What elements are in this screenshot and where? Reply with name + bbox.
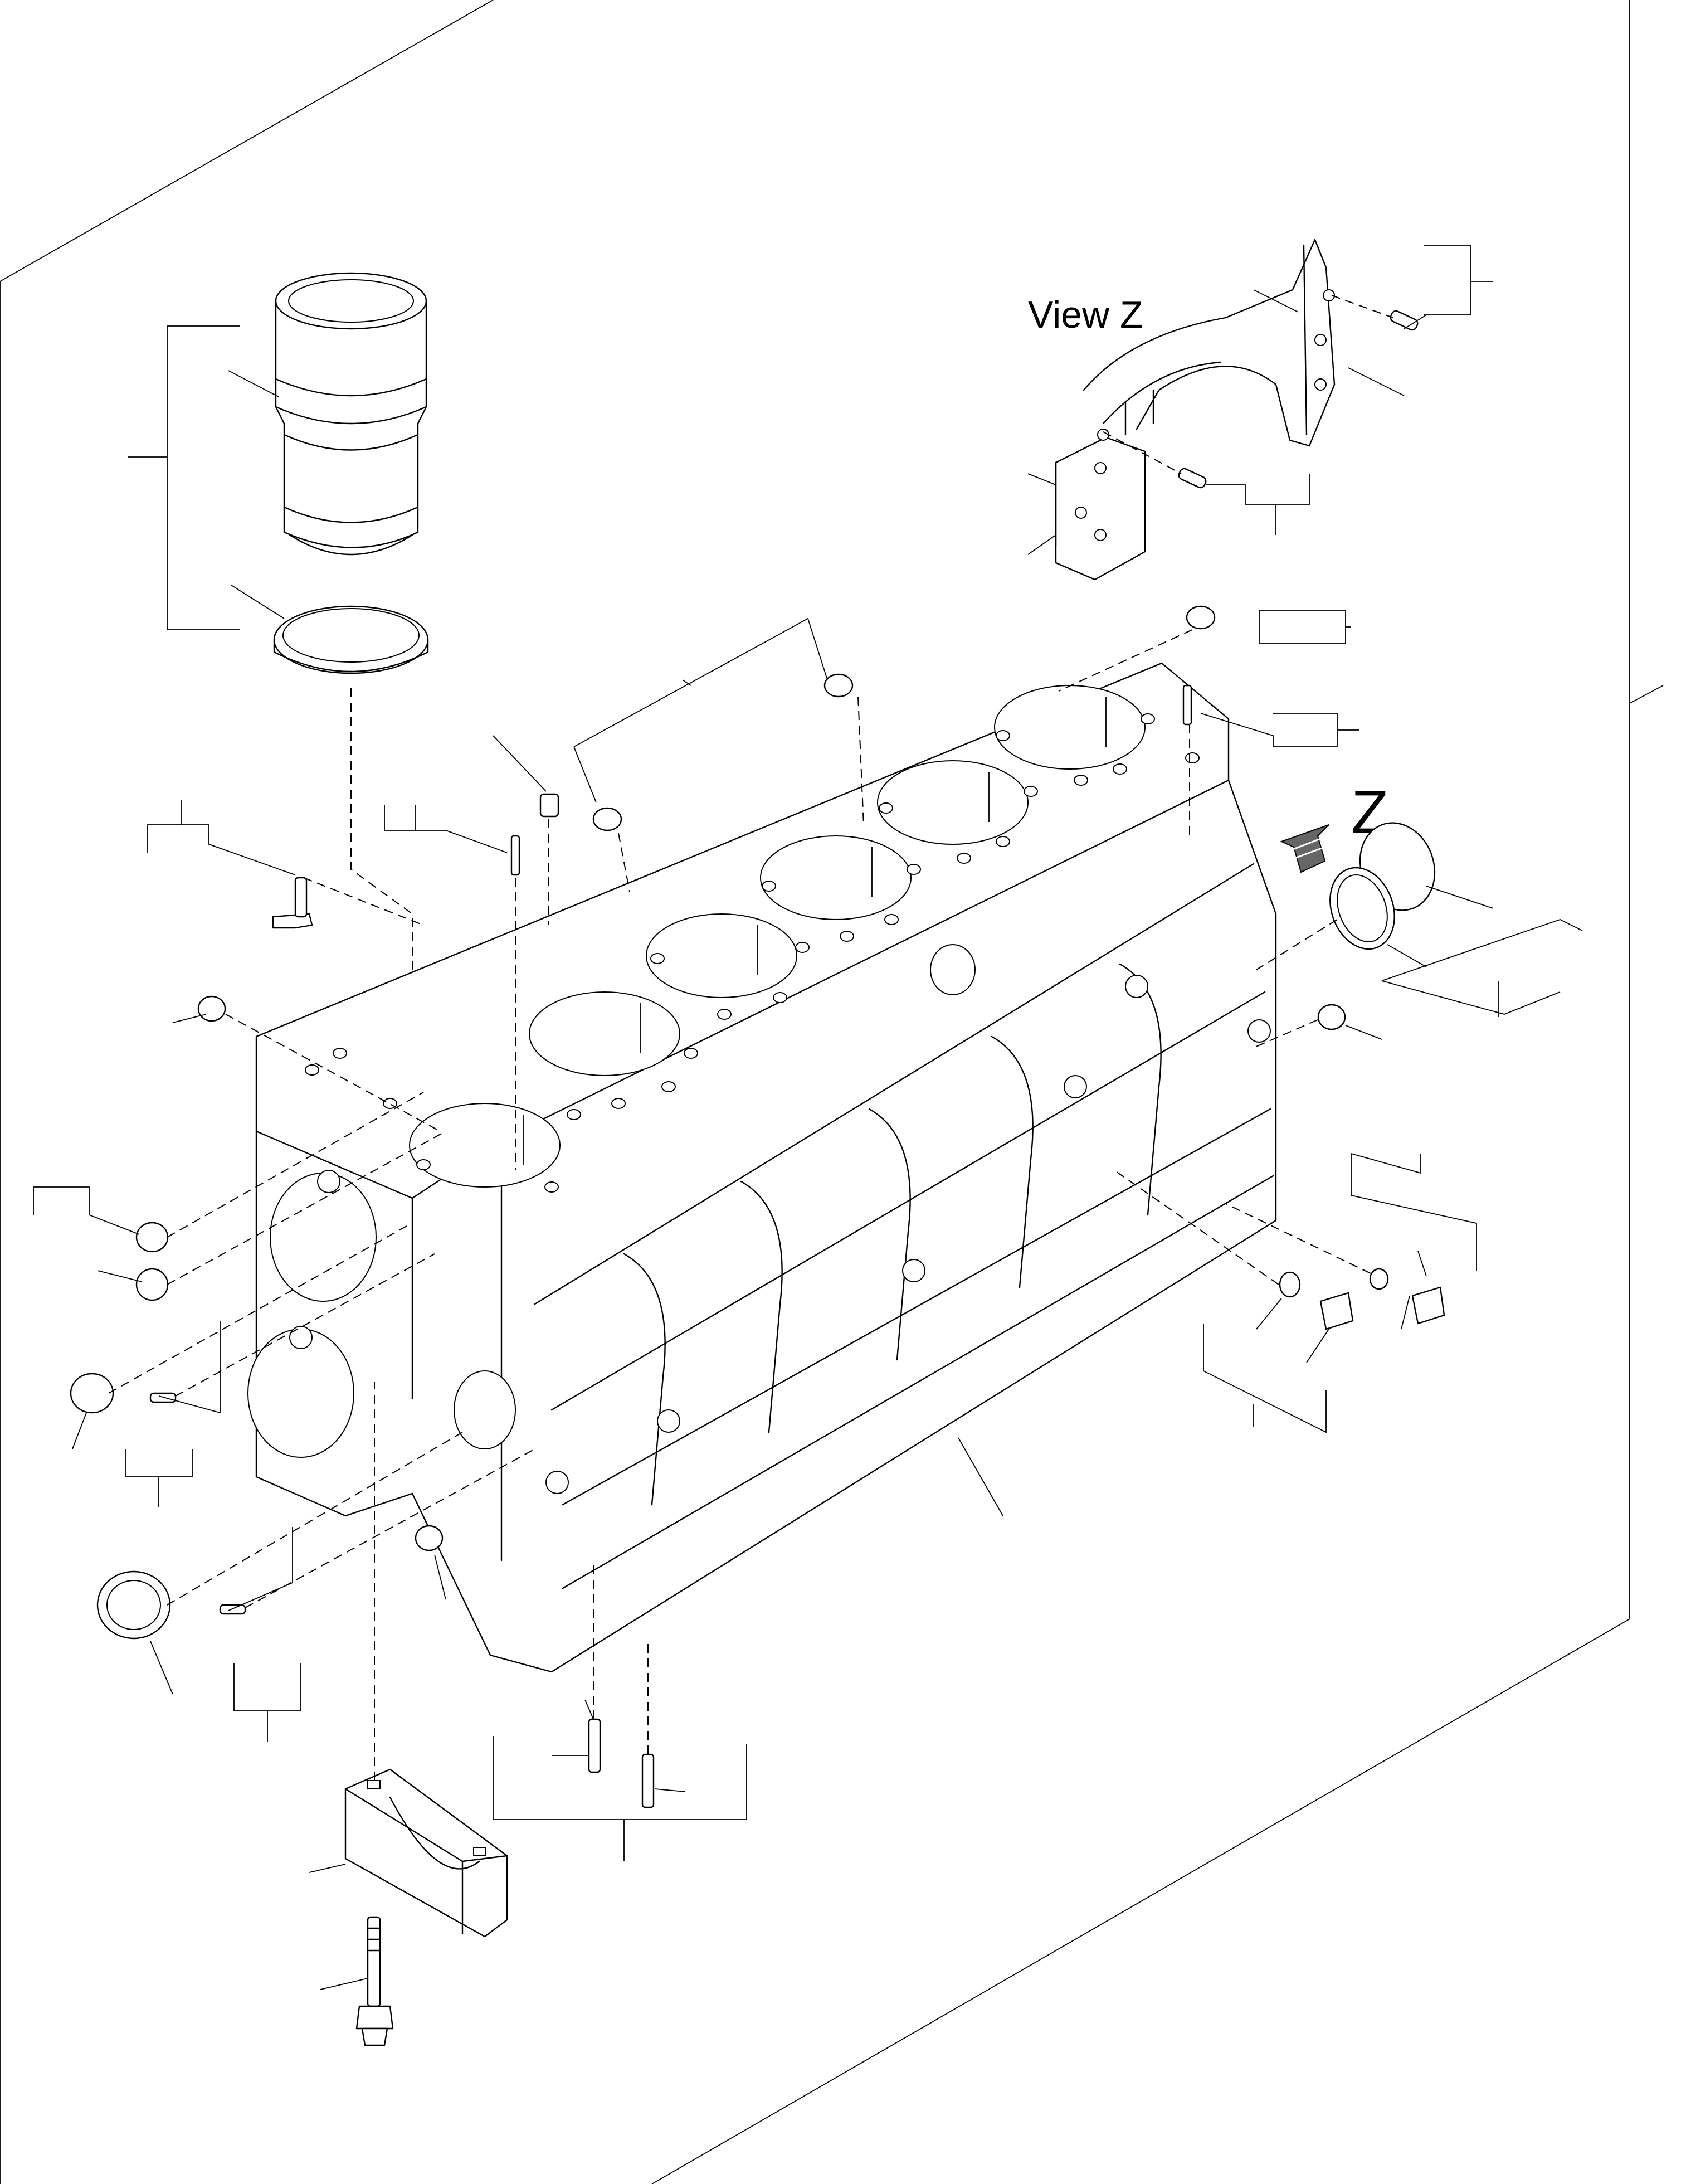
top-dowel-callouts: [384, 610, 1359, 853]
cylinder-liner: [275, 272, 427, 556]
left-side-plugs: [70, 995, 535, 1640]
liner-callout-bracket: [128, 325, 413, 1014]
view-z-label: View Z: [1028, 294, 1143, 336]
main-bearing-cap: [309, 1382, 508, 1938]
rear-seal-cover: [1256, 822, 1583, 1017]
top-deck-dowels: [510, 605, 1216, 1170]
right-side-plugs: [1114, 1004, 1477, 1433]
bottom-bolts: [493, 1560, 747, 1861]
cylinder-block: [247, 662, 1277, 1673]
main-bearing-bolt: [320, 1916, 394, 2046]
left-callouts: [33, 1186, 446, 1742]
oil-pan-rail-callout: [958, 1437, 1003, 1516]
view-z-inset: [1027, 239, 1493, 581]
z-view-arrow-icon: [1280, 824, 1329, 873]
oil-jet-fitting: [147, 800, 424, 929]
liner-seal-ring: [273, 605, 429, 674]
